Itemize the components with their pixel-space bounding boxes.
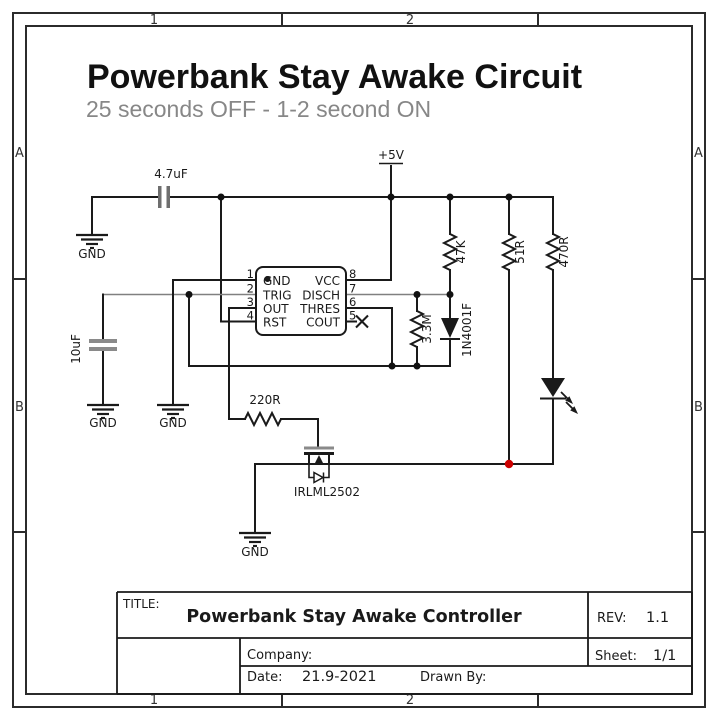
title-block-title-label: TITLE: [122, 597, 160, 611]
vcc-flag[interactable]: +5V [378, 148, 405, 165]
page-subtitle: 25 seconds OFF - 1-2 second ON [86, 96, 431, 122]
zone-col-2-bottom: 2 [406, 693, 414, 708]
wire-pin1-gnd [172, 279, 257, 406]
mosfet-body-diode [313, 471, 325, 484]
pin-number-6: 6 [349, 295, 356, 309]
junction-dots [185, 193, 513, 370]
wire-drain-led [254, 398, 554, 465]
pin-number-7: 7 [349, 282, 356, 296]
resistor-470r[interactable]: 470R [546, 233, 571, 271]
zone-row-b-left: B [15, 400, 24, 415]
pin-name-trig: TRIG [262, 289, 292, 303]
resistor-220r[interactable]: 220R [244, 393, 282, 426]
capacitor-c2-label: 10uF [69, 334, 83, 364]
pin-name-gnd: GND [263, 274, 291, 288]
wire-vcc-to-pin8 [345, 165, 392, 281]
sheet-value: 1/1 [653, 648, 676, 664]
pin-name-disch: DISCH [302, 289, 340, 303]
gnd-symbol-mosfet[interactable]: GND [237, 531, 273, 559]
diode-1n4001f-label: 1N4001F [460, 303, 474, 357]
pin-number-3: 3 [247, 295, 254, 309]
ic-555-timer[interactable]: 1 2 3 4 GND TRIG OUT RST 8 7 6 5 VCC DIS… [247, 266, 369, 336]
sheet-label: Sheet: [595, 649, 637, 664]
gnd-label: GND [78, 247, 106, 261]
led-emission-arrows [560, 391, 578, 414]
pin-name-out: OUT [263, 302, 289, 316]
drawn-by-label: Drawn By: [420, 670, 486, 685]
capacitor-c2[interactable]: 10uF [69, 334, 117, 364]
rev-label: REV: [597, 611, 626, 626]
pin-number-1: 1 [247, 267, 254, 281]
resistor-3m3-label: 3.3M [420, 314, 434, 343]
title-block: TITLE: Powerbank Stay Awake Controller R… [116, 591, 693, 695]
ic-pin1-dot [264, 276, 271, 282]
mosfet-arrow [314, 455, 324, 464]
led[interactable] [540, 378, 578, 414]
zone-col-1-bottom: 1 [150, 693, 158, 708]
highlighted-junction-dot[interactable] [504, 459, 514, 469]
wire-out-to-gate [228, 307, 319, 449]
capacitor-c1[interactable]: 4.7uF [154, 167, 188, 208]
wire-c1-left [91, 196, 159, 236]
gnd-label: GND [241, 545, 269, 559]
zone-row-b-right: B [694, 400, 703, 415]
gnd-symbol-pin1[interactable]: GND [155, 403, 191, 430]
capacitor-c1-label: 4.7uF [154, 167, 188, 181]
resistor-220r-label: 220R [249, 393, 280, 407]
wire-rst [220, 196, 257, 323]
resistor-470r-label: 470R [557, 236, 571, 267]
header: Powerbank Stay Awake Circuit 25 seconds … [86, 58, 582, 122]
pin-number-2: 2 [247, 282, 254, 296]
mosfet-leads [308, 454, 330, 465]
title-block-title: Powerbank Stay Awake Controller [186, 607, 522, 627]
pin-number-5: 5 [349, 309, 356, 323]
pin-name-cout: COUT [306, 316, 341, 330]
zone-row-a-right: A [694, 146, 703, 161]
date-label: Date: [247, 670, 282, 685]
zone-col-2-top: 2 [406, 13, 414, 28]
company-label: Company: [247, 648, 312, 663]
page-title: Powerbank Stay Awake Circuit [87, 58, 582, 96]
zone-row-a-left: A [15, 146, 24, 161]
pin-name-thres: THRES [299, 302, 340, 316]
resistor-47k-label: 47K [454, 239, 468, 263]
gnd-symbol-c2[interactable]: GND [85, 403, 121, 430]
wires [91, 165, 554, 534]
wire-thres [345, 307, 393, 367]
mosfet-irlml2502[interactable]: IRLML2502 [294, 446, 360, 499]
no-connect-x [355, 314, 369, 329]
pin-name-vcc: VCC [315, 274, 340, 288]
mosfet-label: IRLML2502 [294, 485, 360, 499]
rev-value: 1.1 [646, 610, 669, 626]
resistor-47k[interactable]: 47K [443, 233, 468, 271]
vcc-label: +5V [378, 148, 405, 162]
gnd-symbol-c1[interactable]: GND [74, 233, 110, 261]
resistor-3m3[interactable]: 3.3M [410, 310, 434, 348]
date-value: 21.9-2021 [302, 669, 376, 685]
pin-number-4: 4 [247, 309, 254, 323]
resistor-51r[interactable]: 51R [502, 233, 527, 271]
resistor-51r-label: 51R [513, 240, 527, 264]
gnd-label: GND [159, 416, 187, 430]
diode-1n4001f[interactable]: 1N4001F [440, 303, 474, 357]
gnd-label: GND [89, 416, 117, 430]
zone-col-1-top: 1 [150, 13, 158, 28]
pin-name-rst: RST [263, 316, 287, 330]
pin-number-8: 8 [349, 267, 356, 281]
